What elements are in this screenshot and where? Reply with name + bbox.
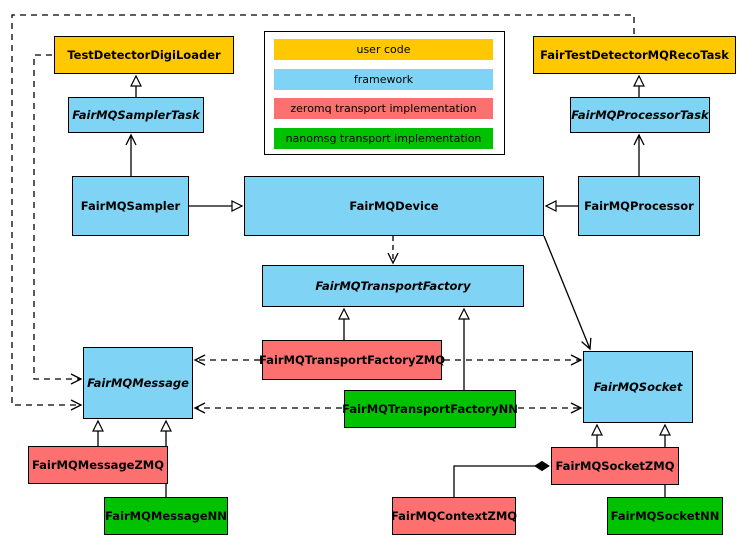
class-label: FairMQProcessorTask bbox=[571, 107, 709, 122]
class-node-fairmqmessage[interactable]: FairMQMessage bbox=[83, 347, 193, 419]
legend-label-framework: framework bbox=[353, 73, 414, 86]
class-node-fairmqtransportfactory[interactable]: FairMQTransportFactory bbox=[262, 265, 524, 307]
class-node-fairmqmessagenn[interactable]: FairMQMessageNN bbox=[104, 497, 228, 535]
edge-socketzmq-to-contextzmq bbox=[453, 460, 550, 497]
class-label: FairMQMessage bbox=[87, 375, 189, 390]
class-label: FairMQSocket bbox=[593, 379, 683, 394]
class-node-fairmqprocessortask[interactable]: FairMQProcessorTask bbox=[570, 97, 710, 133]
edge-device-to-socket bbox=[543, 235, 592, 351]
class-label: FairMQSocketNN bbox=[610, 508, 720, 523]
class-node-fairmqprocessor[interactable]: FairMQProcessor bbox=[578, 176, 700, 236]
class-label: FairMQContextZMQ bbox=[390, 508, 518, 523]
class-node-fairmqsampler[interactable]: FairMQSampler bbox=[72, 176, 189, 236]
class-label: FairMQProcessor bbox=[584, 198, 694, 213]
class-label: TestDetectorDigiLoader bbox=[67, 47, 221, 62]
class-node-fairtestdetectormqrecotask[interactable]: FairTestDetectorMQRecoTask bbox=[533, 36, 736, 74]
legend-item-framework: framework bbox=[274, 69, 493, 90]
class-label: FairMQTransportFactory bbox=[315, 278, 471, 293]
class-label: FairTestDetectorMQRecoTask bbox=[540, 47, 729, 62]
legend-label-user-code: user code bbox=[356, 43, 411, 56]
class-node-testdetectordigiloader[interactable]: TestDetectorDigiLoader bbox=[54, 36, 234, 74]
class-label: FairMQTransportFactoryZMQ bbox=[259, 352, 446, 367]
legend-item-user-code: user code bbox=[274, 39, 493, 60]
class-node-fairmqcontextzmq[interactable]: FairMQContextZMQ bbox=[390, 497, 518, 535]
class-node-fairmqsamplertask[interactable]: FairMQSamplerTask bbox=[68, 97, 204, 133]
class-node-fairmqsocketzmq[interactable]: FairMQSocketZMQ bbox=[551, 447, 679, 485]
class-label: FairMQDevice bbox=[349, 198, 439, 213]
class-label: FairMQMessageZMQ bbox=[31, 457, 165, 472]
class-label: FairMQTransportFactoryNN bbox=[342, 401, 518, 416]
class-node-fairmqsocket[interactable]: FairMQSocket bbox=[583, 351, 693, 423]
class-label: FairMQMessageNN bbox=[105, 508, 227, 523]
class-node-fairmqdevice[interactable]: FairMQDevice bbox=[244, 176, 544, 236]
legend: user code framework zeromq transport imp… bbox=[264, 31, 505, 155]
class-label: FairMQSocketZMQ bbox=[555, 458, 675, 473]
legend-item-zeromq: zeromq transport implementation bbox=[274, 98, 493, 119]
edge-digiloader-to-message bbox=[33, 54, 83, 385]
legend-label-zeromq: zeromq transport implementation bbox=[290, 102, 477, 115]
class-label: FairMQSamplerTask bbox=[72, 107, 200, 122]
class-node-fairmqtransportfactoryzmq[interactable]: FairMQTransportFactoryZMQ bbox=[259, 340, 446, 380]
class-node-fairmqtransportfactorynn[interactable]: FairMQTransportFactoryNN bbox=[342, 390, 518, 428]
legend-item-nanomsg: nanomsg transport implementation bbox=[274, 128, 493, 149]
edge-recotask-to-message bbox=[11, 14, 635, 411]
class-label: FairMQSampler bbox=[80, 198, 181, 213]
class-node-fairmqmessagezmq[interactable]: FairMQMessageZMQ bbox=[28, 446, 168, 484]
legend-label-nanomsg: nanomsg transport implementation bbox=[285, 132, 482, 145]
class-node-fairmqsocketnn[interactable]: FairMQSocketNN bbox=[607, 497, 723, 535]
